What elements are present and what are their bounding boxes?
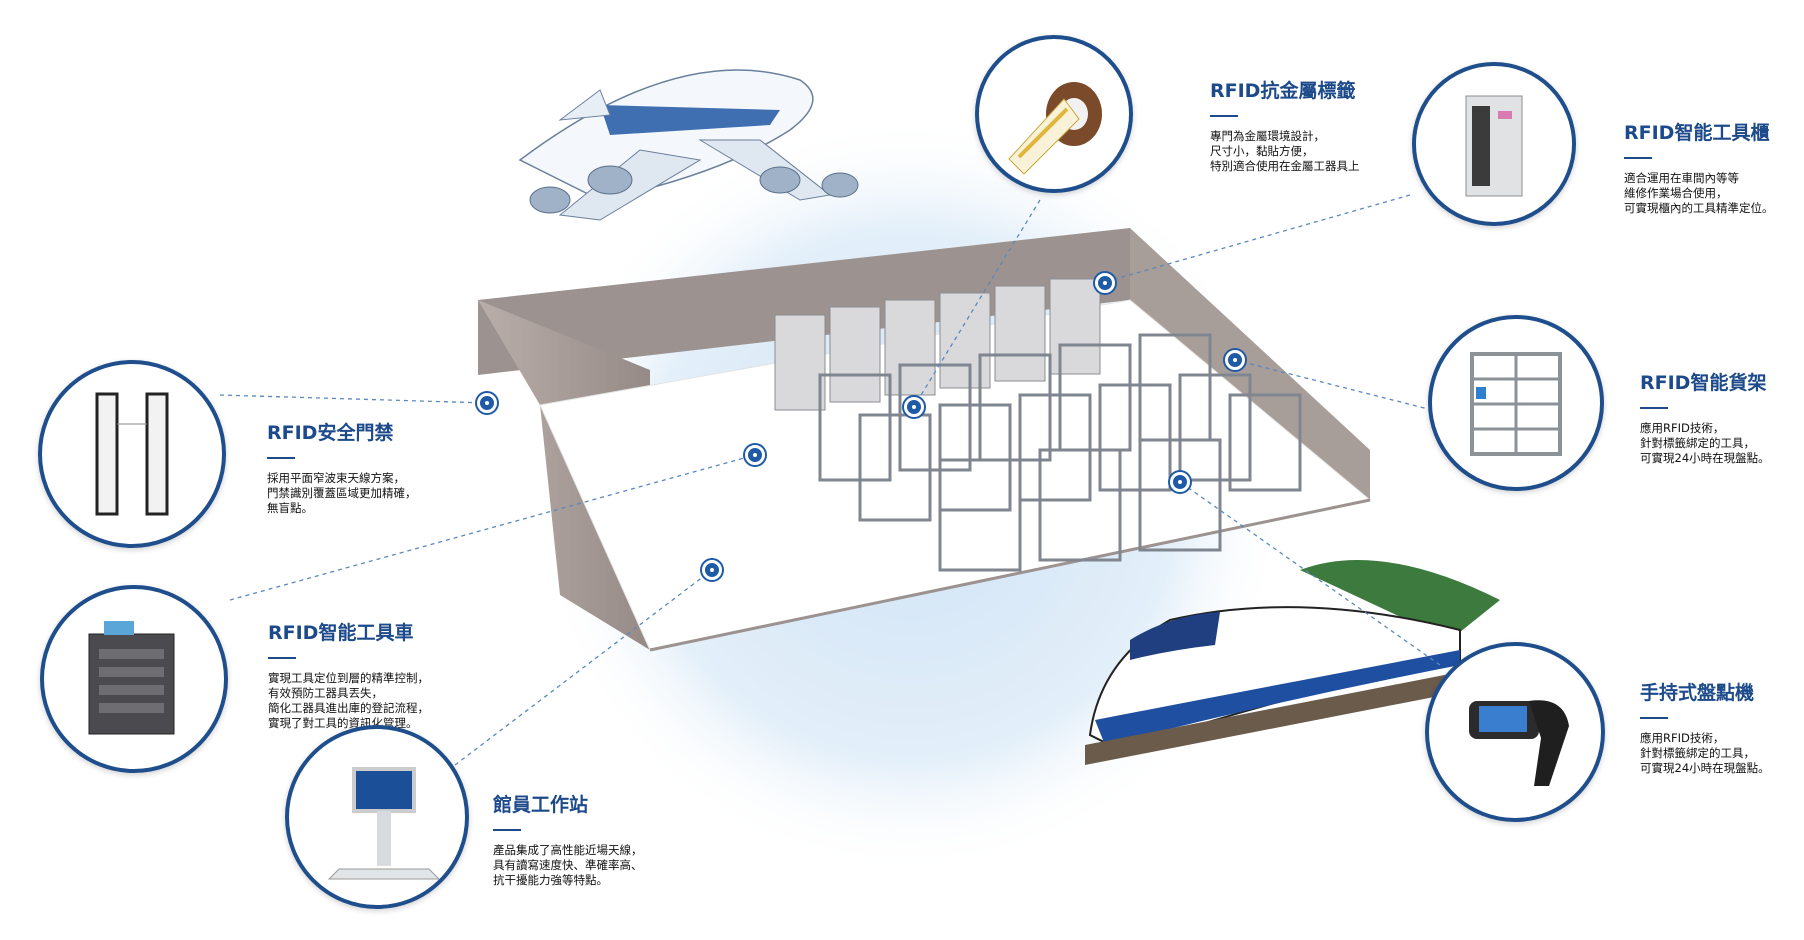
handheld-label: 手持式盤點機 應用RFID技術， 針對標籤綁定的工具， 可實現24小時在現盤點。 <box>1640 678 1770 776</box>
tool-cart-icon <box>88 621 175 735</box>
handheld-title: 手持式盤點機 <box>1640 682 1755 704</box>
workstation-desc: 產品集成了高性能近場天線， 具有讀寫速度快、準確率高、 抗干擾能力強等特點。 <box>493 843 643 887</box>
metal-tag-label: RFID抗金屬標籤 專門為金屬環境設計， 尺寸小，黏貼方便， 特別適合使用在金屬… <box>1210 76 1360 174</box>
title-underline <box>268 657 296 659</box>
metal-tag-title: RFID抗金屬標籤 <box>1210 80 1356 102</box>
metal-tag-desc: 專門為金屬環境設計， 尺寸小，黏貼方便， 特別適合使用在金屬工器具上 <box>1210 129 1360 173</box>
hotspot-pin[interactable] <box>745 445 765 465</box>
handheld-circle <box>1425 642 1605 822</box>
workstation-icon <box>327 767 441 880</box>
title-underline <box>267 457 295 459</box>
title-underline <box>1640 717 1668 719</box>
title-underline <box>1624 157 1652 159</box>
tool-cart-label: RFID智能工具車 實現工具定位到層的精準控制， 有效預防工器具丟失， 簡化工器… <box>268 618 429 731</box>
gate-icon <box>95 392 169 516</box>
security-gate-desc: 採用平面窄波束天線方案， 門禁識別覆蓋區域更加精確， 無盲點。 <box>267 471 417 515</box>
hotspot-pin[interactable] <box>702 560 722 580</box>
cabinet-row <box>774 278 1101 411</box>
shelf-rows <box>818 333 1302 572</box>
smart-shelf-circle <box>1428 315 1604 491</box>
hotspot-pin[interactable] <box>1170 472 1190 492</box>
workstation-circle <box>285 725 469 909</box>
tag-roll-icon <box>1008 82 1102 175</box>
tool-cabinet-title: RFID智能工具櫃 <box>1624 122 1770 144</box>
workstation-title: 館員工作站 <box>493 794 589 816</box>
metal-tag-circle <box>975 35 1133 193</box>
smart-shelf-title: RFID智能貨架 <box>1640 372 1767 394</box>
title-underline <box>1210 115 1238 117</box>
hotspot-pin[interactable] <box>477 393 497 413</box>
security-gate-title: RFID安全門禁 <box>267 422 394 444</box>
security-gate-label: RFID安全門禁 採用平面窄波束天線方案， 門禁識別覆蓋區域更加精確， 無盲點。 <box>267 418 417 516</box>
cabinet-icon <box>1465 95 1523 197</box>
airplane-illustration <box>518 69 859 221</box>
train-illustration <box>1085 560 1500 765</box>
shelf-icon <box>1470 352 1562 456</box>
hotspot-pin[interactable] <box>904 397 924 417</box>
tool-cart-title: RFID智能工具車 <box>268 622 414 644</box>
hotspot-pin[interactable] <box>1095 273 1115 293</box>
security-gate-circle <box>38 360 226 548</box>
connector-lines <box>219 194 1441 766</box>
tool-cart-circle <box>40 585 228 773</box>
back-wall <box>478 228 1130 375</box>
left-wall <box>478 300 650 650</box>
tool-cabinet-circle <box>1412 62 1576 226</box>
title-underline <box>493 829 521 831</box>
smart-shelf-desc: 應用RFID技術， 針對標籤綁定的工具， 可實現24小時在現盤點。 <box>1640 421 1770 465</box>
tool-cabinet-desc: 適合運用在車間內等等 維修作業場合使用， 可實現櫃內的工具精準定位。 <box>1624 171 1774 215</box>
title-underline <box>1640 407 1668 409</box>
tool-cart-desc: 實現工具定位到層的精準控制， 有效預防工器具丟失， 簡化工器具進出庫的登記流程，… <box>268 671 429 730</box>
tool-cabinet-label: RFID智能工具櫃 適合運用在車間內等等 維修作業場合使用， 可實現櫃內的工具精… <box>1624 118 1774 216</box>
hotspot-pin[interactable] <box>1225 350 1245 370</box>
handheld-desc: 應用RFID技術， 針對標籤綁定的工具， 可實現24小時在現盤點。 <box>1640 731 1770 775</box>
handheld-scanner-icon <box>1469 700 1569 786</box>
smart-shelf-label: RFID智能貨架 應用RFID技術， 針對標籤綁定的工具， 可實現24小時在現盤… <box>1640 368 1770 466</box>
workstation-label: 館員工作站 產品集成了高性能近場天線， 具有讀寫速度快、準確率高、 抗干擾能力強… <box>493 790 643 888</box>
